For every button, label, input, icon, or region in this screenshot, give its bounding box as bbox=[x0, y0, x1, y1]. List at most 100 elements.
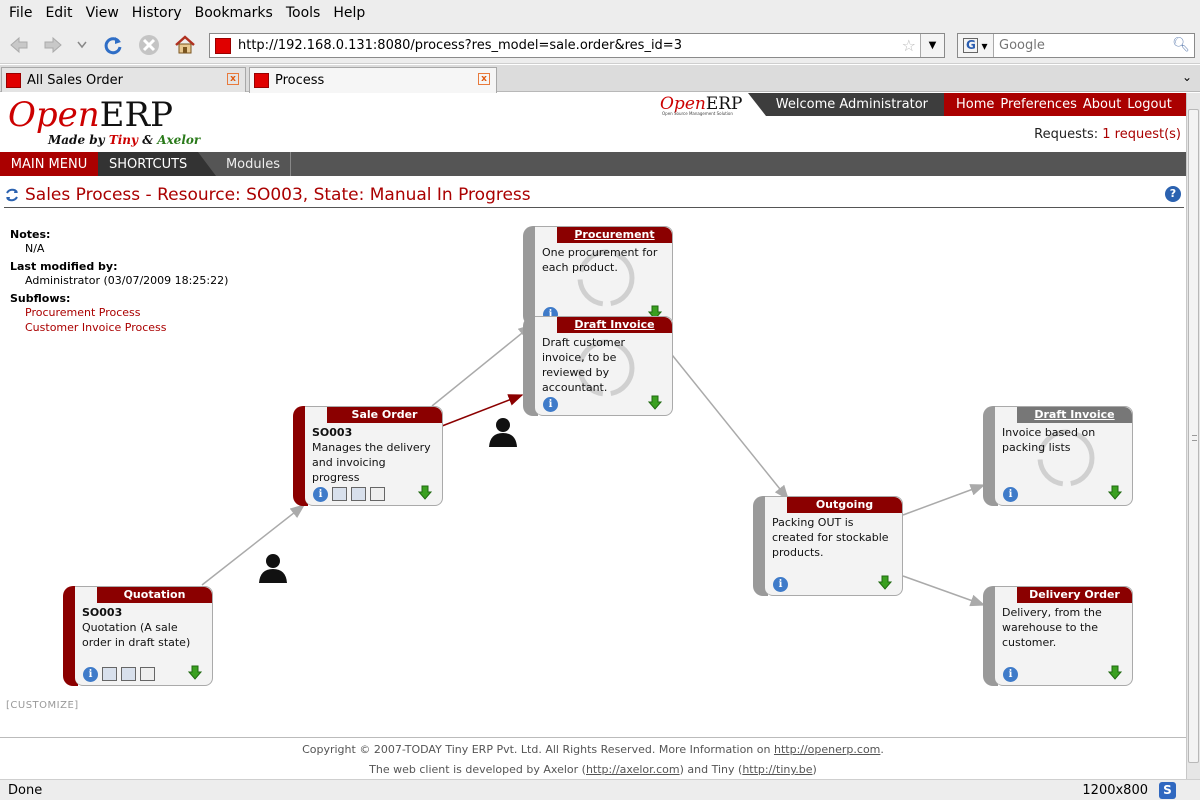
menu-file[interactable]: File bbox=[9, 5, 33, 21]
node-title[interactable]: Outgoing bbox=[787, 497, 902, 513]
folder-icon[interactable] bbox=[332, 487, 347, 501]
menu-bookmarks[interactable]: Bookmarks bbox=[194, 5, 273, 21]
menu-help[interactable]: Help bbox=[333, 5, 366, 21]
back-button[interactable] bbox=[6, 32, 32, 58]
home-button[interactable] bbox=[172, 32, 198, 58]
info-icon[interactable]: i bbox=[543, 397, 558, 412]
tab-list-chevron-icon[interactable]: ⌄ bbox=[1181, 70, 1192, 84]
node-draft-invoice[interactable]: Draft Invoice Draft customer invoice, to… bbox=[523, 316, 673, 416]
status-text: Done bbox=[8, 782, 43, 798]
node-body: Delivery Order Delivery, from the wareho… bbox=[995, 586, 1133, 686]
node-title[interactable]: Procurement bbox=[557, 227, 672, 243]
refresh-icon[interactable] bbox=[4, 187, 20, 203]
mini-logo-erp: ERP bbox=[705, 94, 743, 114]
shortcuts-button[interactable]: SHORTCUTS bbox=[98, 152, 216, 176]
history-dropdown-button[interactable] bbox=[72, 32, 92, 58]
next-step-arrow-icon[interactable] bbox=[188, 664, 204, 680]
customize-link[interactable]: [CUSTOMIZE] bbox=[6, 700, 79, 711]
connector-outgoing-delivery-order bbox=[902, 575, 986, 607]
info-icon[interactable]: i bbox=[83, 667, 98, 682]
page-footer: Copyright © 2007-TODAY Tiny ERP Pvt. Ltd… bbox=[0, 737, 1186, 779]
node-title[interactable]: Draft Invoice bbox=[1017, 407, 1132, 423]
info-icon[interactable]: i bbox=[1003, 667, 1018, 682]
info-icon[interactable]: i bbox=[313, 487, 328, 502]
node-title[interactable]: Quotation bbox=[97, 587, 212, 603]
user-role-icon[interactable] bbox=[258, 552, 288, 584]
openerp-logo[interactable]: OpenERP Made by Tiny & Axelor bbox=[8, 95, 200, 147]
footer-axelor-link[interactable]: http://axelor.com bbox=[585, 763, 680, 776]
vertical-scrollbar[interactable] bbox=[1186, 93, 1200, 779]
last-modified-label: Last modified by: bbox=[10, 260, 118, 273]
print-icon[interactable] bbox=[351, 487, 366, 501]
nav-about-link[interactable]: About bbox=[1082, 97, 1122, 112]
chevron-down-icon bbox=[77, 41, 87, 49]
back-arrow-icon bbox=[10, 36, 28, 54]
node-draft-invoice-packing[interactable]: Draft Invoice Invoice based on packing l… bbox=[983, 406, 1133, 506]
node-description: Delivery, from the warehouse to the cust… bbox=[1002, 606, 1102, 649]
tab-all-sales-order[interactable]: All Sales Order x bbox=[1, 67, 246, 92]
gears-icon[interactable] bbox=[370, 487, 385, 501]
url-bar[interactable]: http://192.168.0.131:8080/process?res_mo… bbox=[209, 33, 945, 58]
menu-history[interactable]: History bbox=[131, 5, 182, 21]
stop-button[interactable] bbox=[136, 32, 162, 58]
url-text[interactable]: http://192.168.0.131:8080/process?res_mo… bbox=[238, 38, 682, 53]
menu-edit[interactable]: Edit bbox=[45, 5, 73, 21]
skype-addon-icon[interactable]: S bbox=[1159, 782, 1176, 799]
node-title[interactable]: Sale Order bbox=[327, 407, 442, 423]
node-quotation[interactable]: Quotation SO003 Quotation (A sale order … bbox=[63, 586, 213, 686]
footer-openerp-link[interactable]: http://openerp.com bbox=[773, 743, 881, 756]
nav-logout-link[interactable]: Logout bbox=[1127, 97, 1172, 112]
footer-tiny-link[interactable]: http://tiny.be bbox=[742, 763, 813, 776]
node-delivery-order[interactable]: Delivery Order Delivery, from the wareho… bbox=[983, 586, 1133, 686]
node-procurement[interactable]: Procurement One procurement for each pro… bbox=[523, 226, 673, 326]
subflow-customer-invoice-link[interactable]: Customer Invoice Process bbox=[25, 321, 167, 334]
bookmark-star-icon[interactable]: ☆ bbox=[901, 36, 916, 55]
next-step-arrow-icon[interactable] bbox=[1108, 484, 1124, 500]
menu-view[interactable]: View bbox=[85, 5, 119, 21]
reload-button[interactable] bbox=[100, 32, 126, 58]
user-role-icon[interactable] bbox=[488, 416, 518, 448]
tab-process[interactable]: Process x bbox=[249, 67, 497, 93]
forward-button[interactable] bbox=[40, 32, 66, 58]
logo-open: Open bbox=[8, 95, 100, 135]
nav-preferences-link[interactable]: Preferences bbox=[1000, 97, 1077, 112]
print-icon[interactable] bbox=[121, 667, 136, 681]
process-diagram: Quotation SO003 Quotation (A sale order … bbox=[0, 210, 1186, 730]
search-engine-selector[interactable]: G▾ bbox=[958, 34, 994, 57]
next-step-arrow-icon[interactable] bbox=[418, 484, 434, 500]
close-tab-icon[interactable]: x bbox=[227, 73, 239, 85]
info-icon[interactable]: i bbox=[1003, 487, 1018, 502]
close-tab-icon[interactable]: x bbox=[478, 73, 490, 85]
made-by-amp: & bbox=[142, 133, 154, 147]
info-icon[interactable]: i bbox=[773, 577, 788, 592]
next-step-arrow-icon[interactable] bbox=[878, 574, 894, 590]
folder-icon[interactable] bbox=[102, 667, 117, 681]
menu-tools[interactable]: Tools bbox=[285, 5, 321, 21]
search-bar[interactable]: G▾ 🔍︎ bbox=[957, 33, 1195, 58]
node-title[interactable]: Delivery Order bbox=[1017, 587, 1132, 603]
requests-link[interactable]: 1 request(s) bbox=[1102, 127, 1181, 142]
next-step-arrow-icon[interactable] bbox=[648, 394, 664, 410]
main-menu-button[interactable]: MAIN MENU bbox=[0, 152, 98, 176]
modules-shortcut[interactable]: Modules bbox=[216, 152, 291, 176]
next-step-arrow-icon[interactable] bbox=[1108, 664, 1124, 680]
node-content: SO003 Manages the delivery and invoicing… bbox=[312, 425, 436, 485]
search-icon[interactable]: 🔍︎ bbox=[1172, 37, 1190, 53]
search-input[interactable] bbox=[999, 38, 1169, 53]
next-step-arrow-icon[interactable] bbox=[648, 304, 664, 320]
tab-strip: All Sales Order x Process x ⌄ bbox=[0, 65, 1200, 93]
footer-credits-text: The web client is developed by Axelor ( bbox=[369, 763, 586, 776]
node-content: Delivery, from the warehouse to the cust… bbox=[1002, 605, 1126, 650]
scrollbar-thumb[interactable] bbox=[1188, 109, 1199, 763]
url-dropdown-button[interactable]: ▼ bbox=[920, 34, 944, 57]
node-title[interactable]: Draft Invoice bbox=[557, 317, 672, 333]
node-icons: i bbox=[773, 577, 788, 592]
help-icon[interactable]: ? bbox=[1165, 186, 1181, 202]
node-outgoing[interactable]: Outgoing Packing OUT is created for stoc… bbox=[753, 496, 903, 596]
nav-home-link[interactable]: Home bbox=[956, 97, 995, 112]
gears-icon[interactable] bbox=[140, 667, 155, 681]
node-sale-order[interactable]: Sale Order SO003 Manages the delivery an… bbox=[293, 406, 443, 506]
subflow-procurement-link[interactable]: Procurement Process bbox=[25, 306, 141, 319]
made-by-tiny: Tiny bbox=[108, 133, 138, 147]
